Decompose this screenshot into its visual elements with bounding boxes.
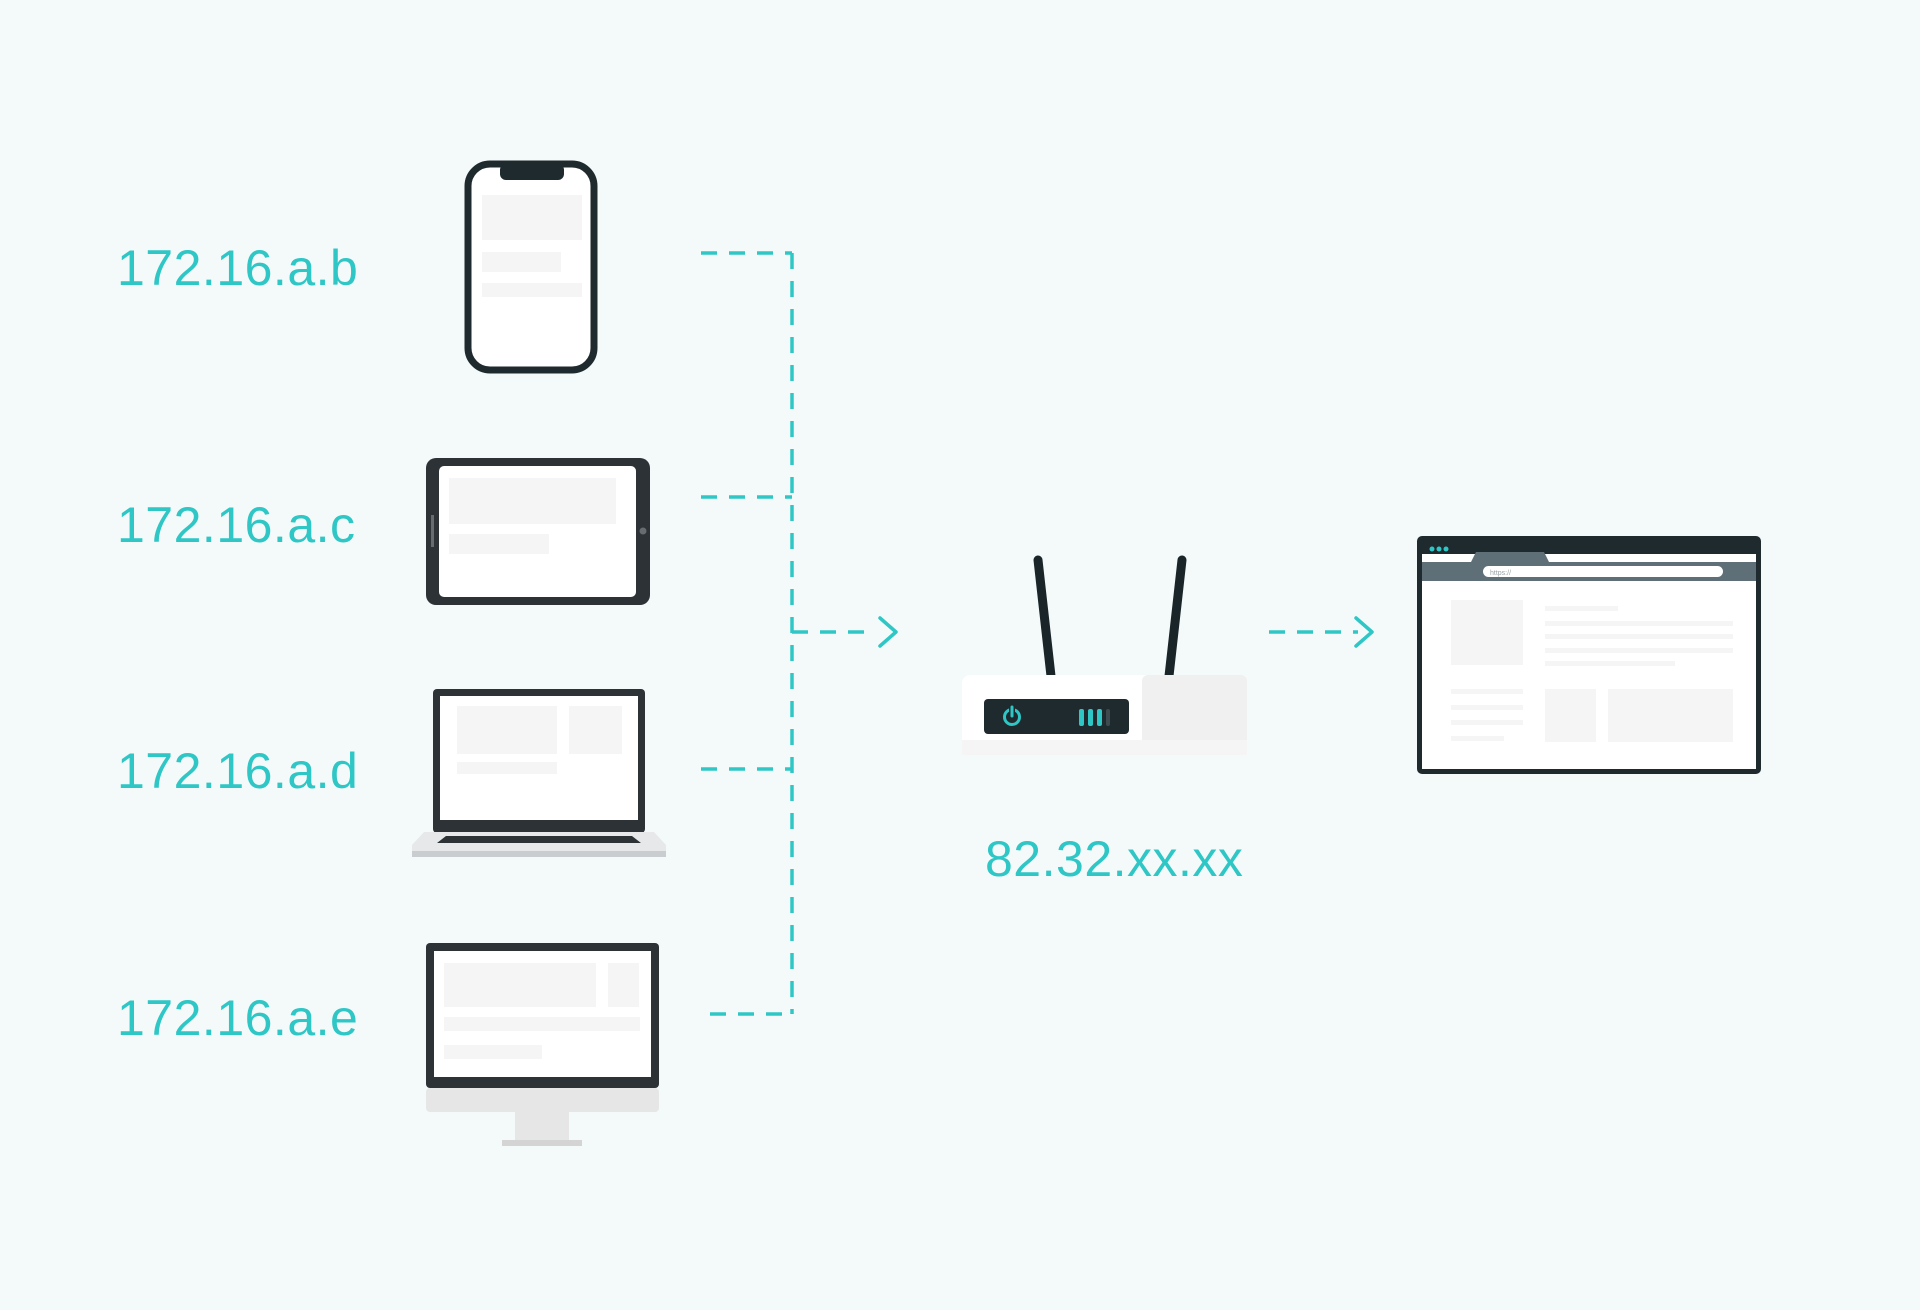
- desktop-monitor-icon: [426, 943, 659, 1146]
- device-ip-label-desktop: 172.16.a.e: [117, 990, 358, 1046]
- device-ip-label-tablet: 172.16.a.c: [117, 497, 356, 553]
- arrow-to-router-icon: [878, 616, 898, 648]
- device-ip-label-laptop: 172.16.a.d: [117, 743, 358, 799]
- smartphone-icon: [464, 160, 598, 374]
- arrow-to-browser-icon: [1354, 616, 1374, 648]
- laptop-icon: [412, 689, 666, 857]
- browser-window-icon: https://: [1417, 536, 1761, 774]
- device-ip-label-phone: 172.16.a.b: [117, 240, 358, 296]
- connector-lines: [701, 251, 1358, 1016]
- router-ip-label: 82.32.xx.xx: [985, 831, 1243, 887]
- wifi-router-icon: [962, 555, 1247, 755]
- tablet-icon: [426, 458, 650, 605]
- browser-url-text: https://: [1490, 570, 1511, 577]
